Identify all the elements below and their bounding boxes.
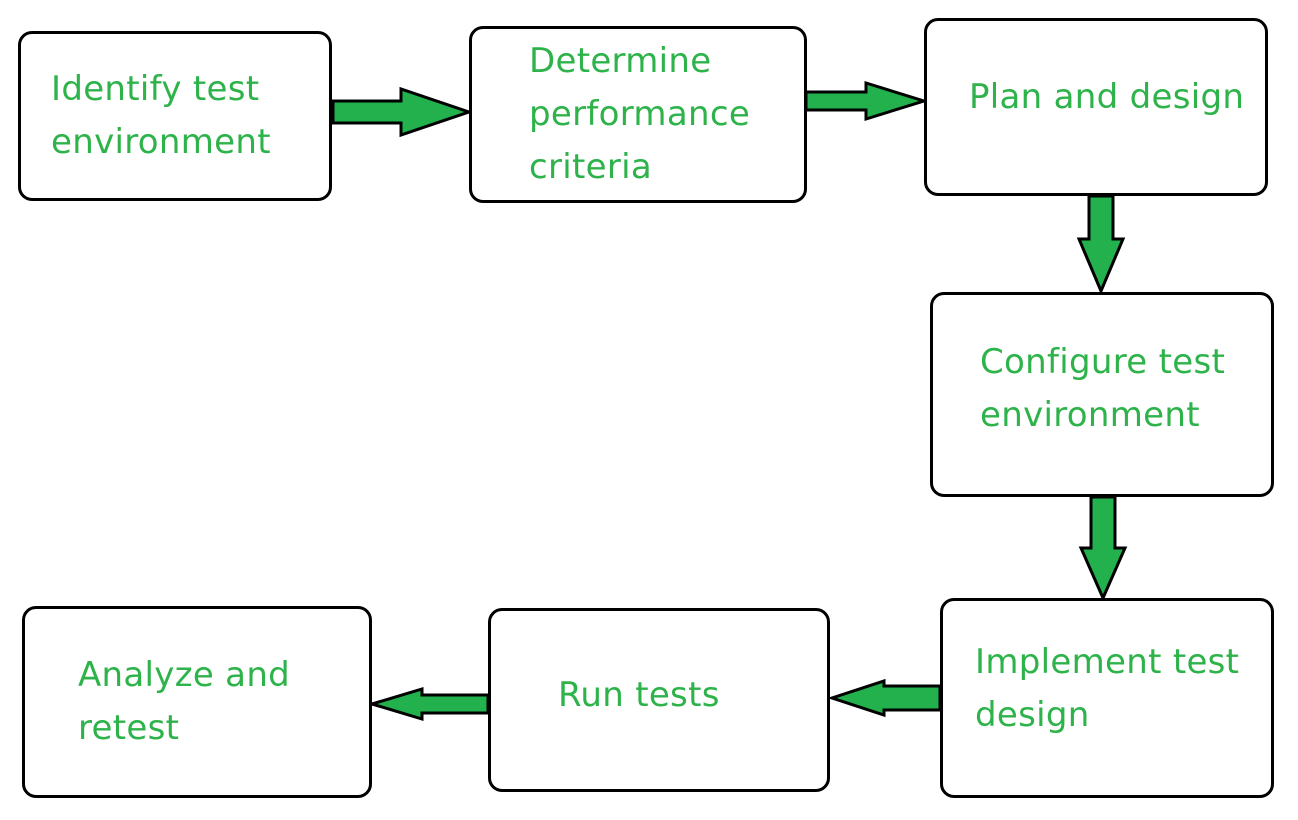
step-configure-box: Configure test environment [930, 292, 1274, 497]
step-determine-label: Determine performance criteria [529, 41, 751, 187]
arrow-run-to-analyze [366, 686, 490, 722]
step-plan-box: Plan and design [924, 18, 1268, 196]
arrow-implement-to-run [827, 678, 942, 718]
step-identify-box: Identify test environment [18, 31, 332, 201]
step-determine-box: Determine performance criteria [469, 26, 807, 203]
step-run-label: Run tests [558, 675, 720, 715]
step-run-box: Run tests [488, 608, 830, 792]
arrow-determine-to-plan [804, 80, 930, 122]
step-analyze-label: Analyze and retest [78, 655, 291, 748]
step-identify-label: Identify test environment [51, 69, 271, 162]
arrow-identify-to-determine [331, 86, 474, 138]
step-implement-label: Implement test design [975, 642, 1240, 735]
step-plan-label: Plan and design [969, 77, 1245, 117]
step-configure-label: Configure test environment [980, 342, 1226, 435]
step-implement-box: Implement test design [940, 598, 1274, 798]
arrow-plan-to-configure [1076, 194, 1126, 295]
step-analyze-box: Analyze and retest [22, 606, 372, 798]
arrow-configure-to-implement [1078, 495, 1128, 602]
